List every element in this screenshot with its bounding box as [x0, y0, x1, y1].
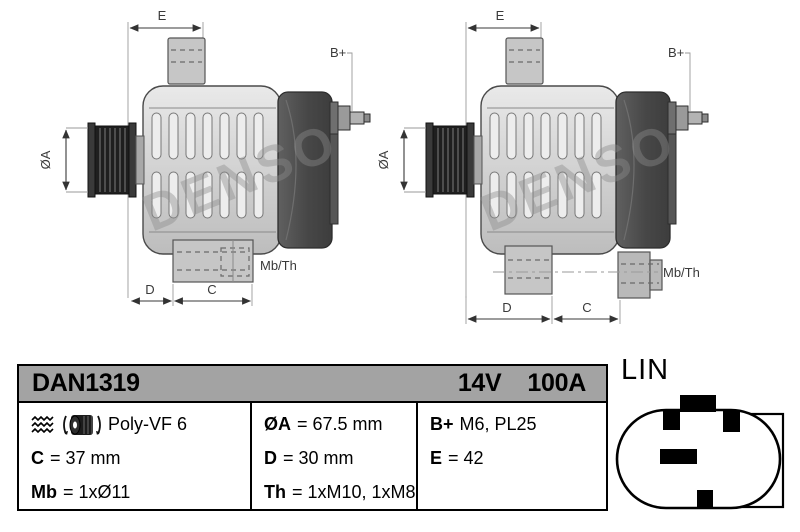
- mb-label: Mb: [31, 481, 57, 502]
- th-label: Th: [264, 481, 286, 502]
- spec-column-1: Poly-VF 6 C = 37 mm Mb = 1xØ11: [19, 403, 250, 509]
- c-value: = 37 mm: [50, 448, 121, 468]
- belt-profile-icon: [31, 415, 54, 433]
- empty-spec-row: [430, 475, 602, 509]
- dim-label-mbth: Mb/Th: [260, 258, 297, 273]
- d-spec-row: D = 30 mm: [264, 442, 416, 476]
- spec-table-header: DAN1319 14V 100A: [19, 366, 606, 403]
- mb-value: = 1xØ11: [63, 481, 131, 502]
- bplus-spec-row: B+M6, PL25: [430, 408, 602, 442]
- amperage-value: 100A: [527, 369, 586, 397]
- spec-table: DAN1319 14V 100A: [17, 364, 608, 511]
- rear-mounting-lug: [617, 251, 651, 299]
- spec-column-2: ØA = 67.5 mm D = 30 mm Th = 1xM10, 1xM8: [250, 403, 416, 509]
- dim-label-c: C: [207, 282, 216, 297]
- d-value: = 30 mm: [283, 448, 354, 468]
- dim-label-d: D: [145, 282, 154, 297]
- mb-spec-row: Mb = 1xØ11: [31, 475, 250, 509]
- d-label: D: [264, 448, 277, 468]
- dia-label: ØA: [264, 414, 291, 435]
- connector-key-right: [723, 411, 740, 432]
- connector-top-tab: [680, 395, 716, 412]
- spec-column-3: B+M6, PL25 E= 42: [416, 403, 602, 509]
- part-number: DAN1319: [32, 369, 140, 397]
- dim-label-c: C: [582, 300, 591, 315]
- pulley-type: Poly-VF 6: [108, 414, 188, 435]
- e-spec-row: E= 42: [430, 442, 602, 476]
- dim-label-mbth: Mb/Th: [663, 265, 700, 280]
- bottom-mounting-lug: [172, 239, 254, 283]
- dim-label-d: D: [502, 300, 511, 315]
- alternator-drawings: E: [0, 0, 800, 324]
- bottom-mounting-lug: [504, 245, 553, 295]
- th-spec-row: Th = 1xM10, 1xM8: [264, 475, 416, 509]
- c-spec-row: C = 37 mm: [31, 442, 250, 476]
- dia-value: = 67.5 mm: [297, 414, 383, 435]
- bplus-value: M6, PL25: [459, 414, 537, 435]
- c-label: C: [31, 448, 44, 468]
- voltage-value: 14V: [457, 369, 502, 397]
- pulley-icon: [63, 414, 101, 435]
- spec-table-body: Poly-VF 6 C = 37 mm Mb = 1xØ11 ØA = 67.5 mm…: [19, 403, 606, 509]
- connector-pinout-diagram: [615, 395, 785, 510]
- e-label: E: [430, 448, 443, 468]
- bplus-label: B+: [430, 414, 454, 435]
- th-value: = 1xM10, 1xM8: [292, 481, 416, 502]
- dia-spec-row: ØA = 67.5 mm: [264, 408, 416, 442]
- drawing-front-mount: Mb/Th D C: [38, 8, 370, 306]
- pulley-spec-row: Poly-VF 6: [31, 408, 250, 442]
- connector-bottom-notch: [697, 490, 713, 507]
- connector-type-label: LIN: [621, 354, 670, 386]
- drawing-rear-mount: Mb/Th D C: [376, 8, 708, 324]
- connector-pin-lin: [660, 449, 697, 464]
- e-value: = 42: [448, 448, 484, 468]
- connector-key-left: [663, 411, 680, 430]
